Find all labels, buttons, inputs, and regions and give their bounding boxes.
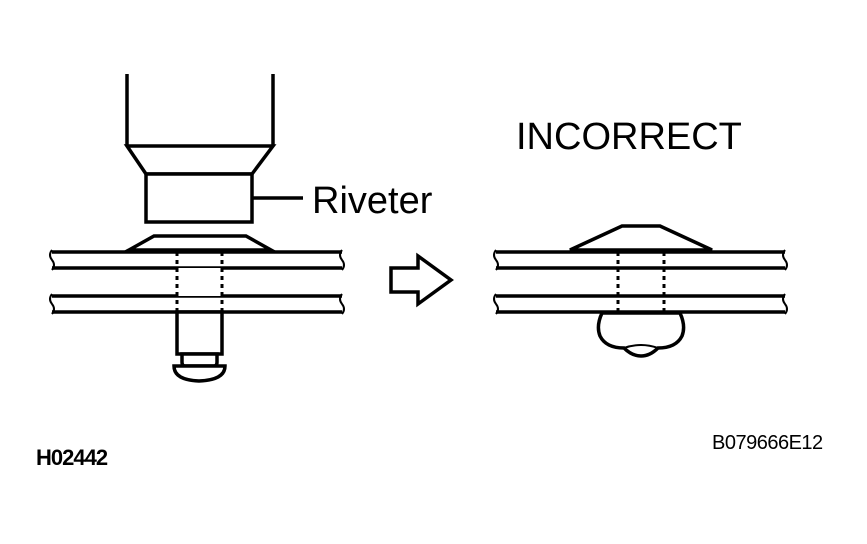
left-rivet-neck — [180, 352, 219, 368]
riveter-nose — [144, 172, 254, 224]
left-break-marks — [49, 249, 345, 315]
riveter-taper — [123, 144, 277, 176]
arrow-right-icon — [389, 252, 454, 308]
right-plates — [493, 249, 788, 315]
figure-code-left: H02442 — [36, 445, 108, 470]
riveter-label: Riveter — [312, 180, 433, 222]
left-rivet-head — [122, 234, 278, 252]
left-rivet-shank — [175, 310, 224, 356]
right-tail-crease — [623, 344, 659, 349]
right-break-marks — [493, 249, 788, 315]
right-deformed-tail — [596, 311, 686, 358]
right-rivet-head — [569, 224, 713, 252]
figure-code-right: B079666E12 — [712, 432, 823, 454]
riveter-tool — [123, 74, 303, 224]
left-rivet-tail — [172, 364, 227, 383]
riveter-body-sides — [125, 74, 275, 146]
incorrect-label: INCORRECT — [516, 116, 742, 158]
